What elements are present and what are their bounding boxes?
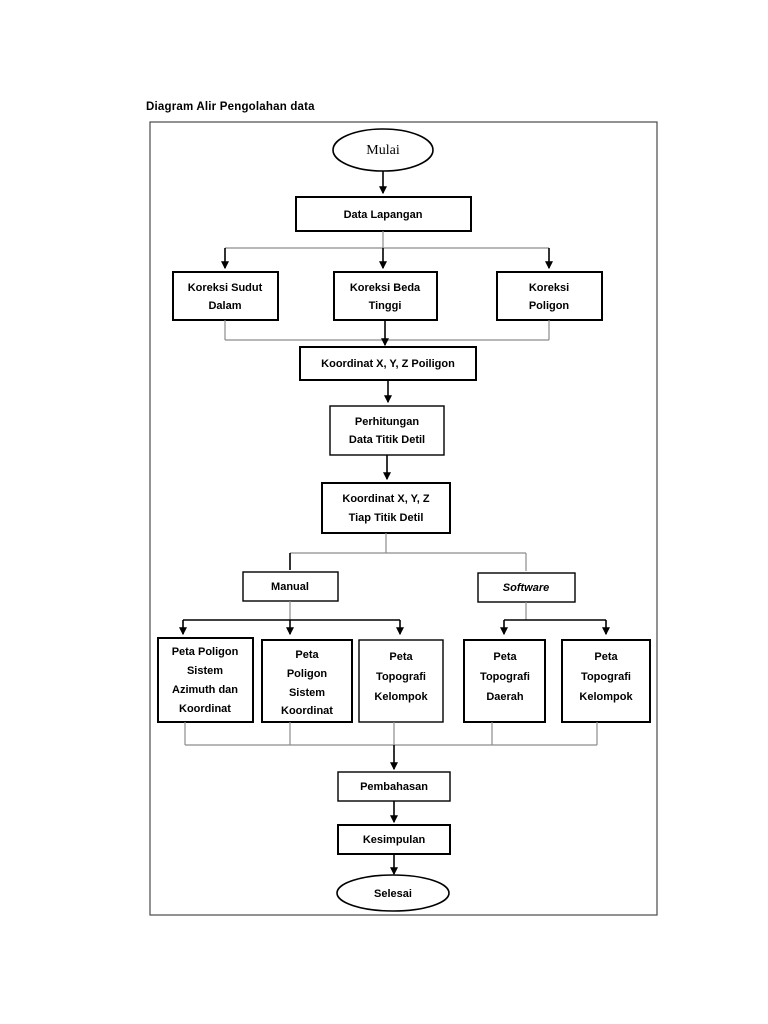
node-koreksi-beda-tinggi-line1: Koreksi Beda bbox=[350, 282, 421, 294]
node-perhitungan-line2: Data Titik Detil bbox=[349, 434, 425, 446]
node-end-label: Selesai bbox=[374, 888, 412, 900]
node-peta-topografi-daerah-line2: Topografi bbox=[480, 671, 530, 683]
node-koordinat-tiap-titik-detil-shape bbox=[321, 482, 451, 534]
node-peta-poligon-azimuth-line2: Sistem bbox=[187, 665, 223, 677]
node-peta-topografi-kelompok-software-shape bbox=[561, 639, 651, 723]
node-koreksi-sudut-dalam-line1: Koreksi Sudut bbox=[188, 282, 263, 294]
node-peta-topografi-daerah-line1: Peta bbox=[493, 651, 517, 663]
diagram-frame bbox=[149, 121, 658, 916]
node-koreksi-poligon-line1: Koreksi bbox=[529, 282, 569, 294]
node-peta-topografi-kelompok-software-line2: Topografi bbox=[581, 671, 631, 683]
node-pembahasan-label: Pembahasan bbox=[360, 781, 428, 793]
node-kesimpulan-label: Kesimpulan bbox=[363, 834, 426, 846]
node-koreksi-poligon-shape bbox=[496, 271, 603, 321]
node-koordinat-poligon-label: Koordinat X, Y, Z Poiligon bbox=[321, 358, 455, 370]
page-title: Diagram Alir Pengolahan data bbox=[146, 101, 315, 113]
node-peta-topografi-daerah-shape bbox=[463, 639, 546, 723]
node-peta-poligon-koordinat-line3: Sistem bbox=[289, 687, 325, 699]
node-koreksi-beda-tinggi-line2: Tinggi bbox=[369, 300, 402, 312]
node-peta-poligon-koordinat-line2: Poligon bbox=[287, 668, 328, 680]
node-peta-topografi-kelompok-manual-line3: Kelompok bbox=[374, 691, 428, 703]
node-peta-topografi-kelompok-software-line3: Kelompok bbox=[579, 691, 633, 703]
node-perhitungan-line1: Perhitungan bbox=[355, 416, 419, 428]
node-data-lapangan-label: Data Lapangan bbox=[344, 209, 423, 221]
node-end-shape bbox=[336, 874, 450, 912]
node-peta-poligon-koordinat-line1: Peta bbox=[295, 649, 319, 661]
node-peta-poligon-azimuth-line3: Azimuth dan bbox=[172, 684, 238, 696]
node-peta-poligon-azimuth-line1: Peta Poligon bbox=[172, 646, 239, 658]
node-kesimpulan-shape bbox=[337, 824, 451, 855]
node-koordinat-tiap-titik-detil-line2: Tiap Titik Detil bbox=[349, 512, 424, 524]
node-koreksi-sudut-dalam-shape bbox=[172, 271, 279, 321]
node-software-shape bbox=[477, 572, 576, 603]
node-koordinat-tiap-titik-detil-line1: Koordinat X, Y, Z bbox=[342, 493, 429, 505]
node-peta-topografi-kelompok-manual-line1: Peta bbox=[389, 651, 413, 663]
node-koreksi-sudut-dalam-line2: Dalam bbox=[208, 300, 241, 312]
node-koreksi-beda-tinggi-shape bbox=[333, 271, 438, 321]
node-manual-label: Manual bbox=[271, 581, 309, 593]
node-peta-poligon-koordinat-shape bbox=[261, 639, 353, 723]
node-peta-poligon-azimuth-shape bbox=[157, 637, 254, 723]
node-koreksi-poligon-line2: Poligon bbox=[529, 300, 570, 312]
node-peta-topografi-kelompok-manual-line2: Topografi bbox=[376, 671, 426, 683]
node-software-label: Software bbox=[503, 582, 549, 594]
node-peta-poligon-koordinat-line4: Koordinat bbox=[281, 705, 333, 717]
node-start-label: Mulai bbox=[366, 143, 400, 158]
node-peta-topografi-kelompok-software-line1: Peta bbox=[594, 651, 618, 663]
node-peta-topografi-daerah-line3: Daerah bbox=[486, 691, 524, 703]
node-perhitungan-shape bbox=[329, 405, 445, 456]
node-peta-poligon-azimuth-line4: Koordinat bbox=[179, 703, 231, 715]
node-pembahasan-shape bbox=[337, 771, 451, 802]
node-peta-topografi-kelompok-manual-shape bbox=[358, 639, 444, 723]
